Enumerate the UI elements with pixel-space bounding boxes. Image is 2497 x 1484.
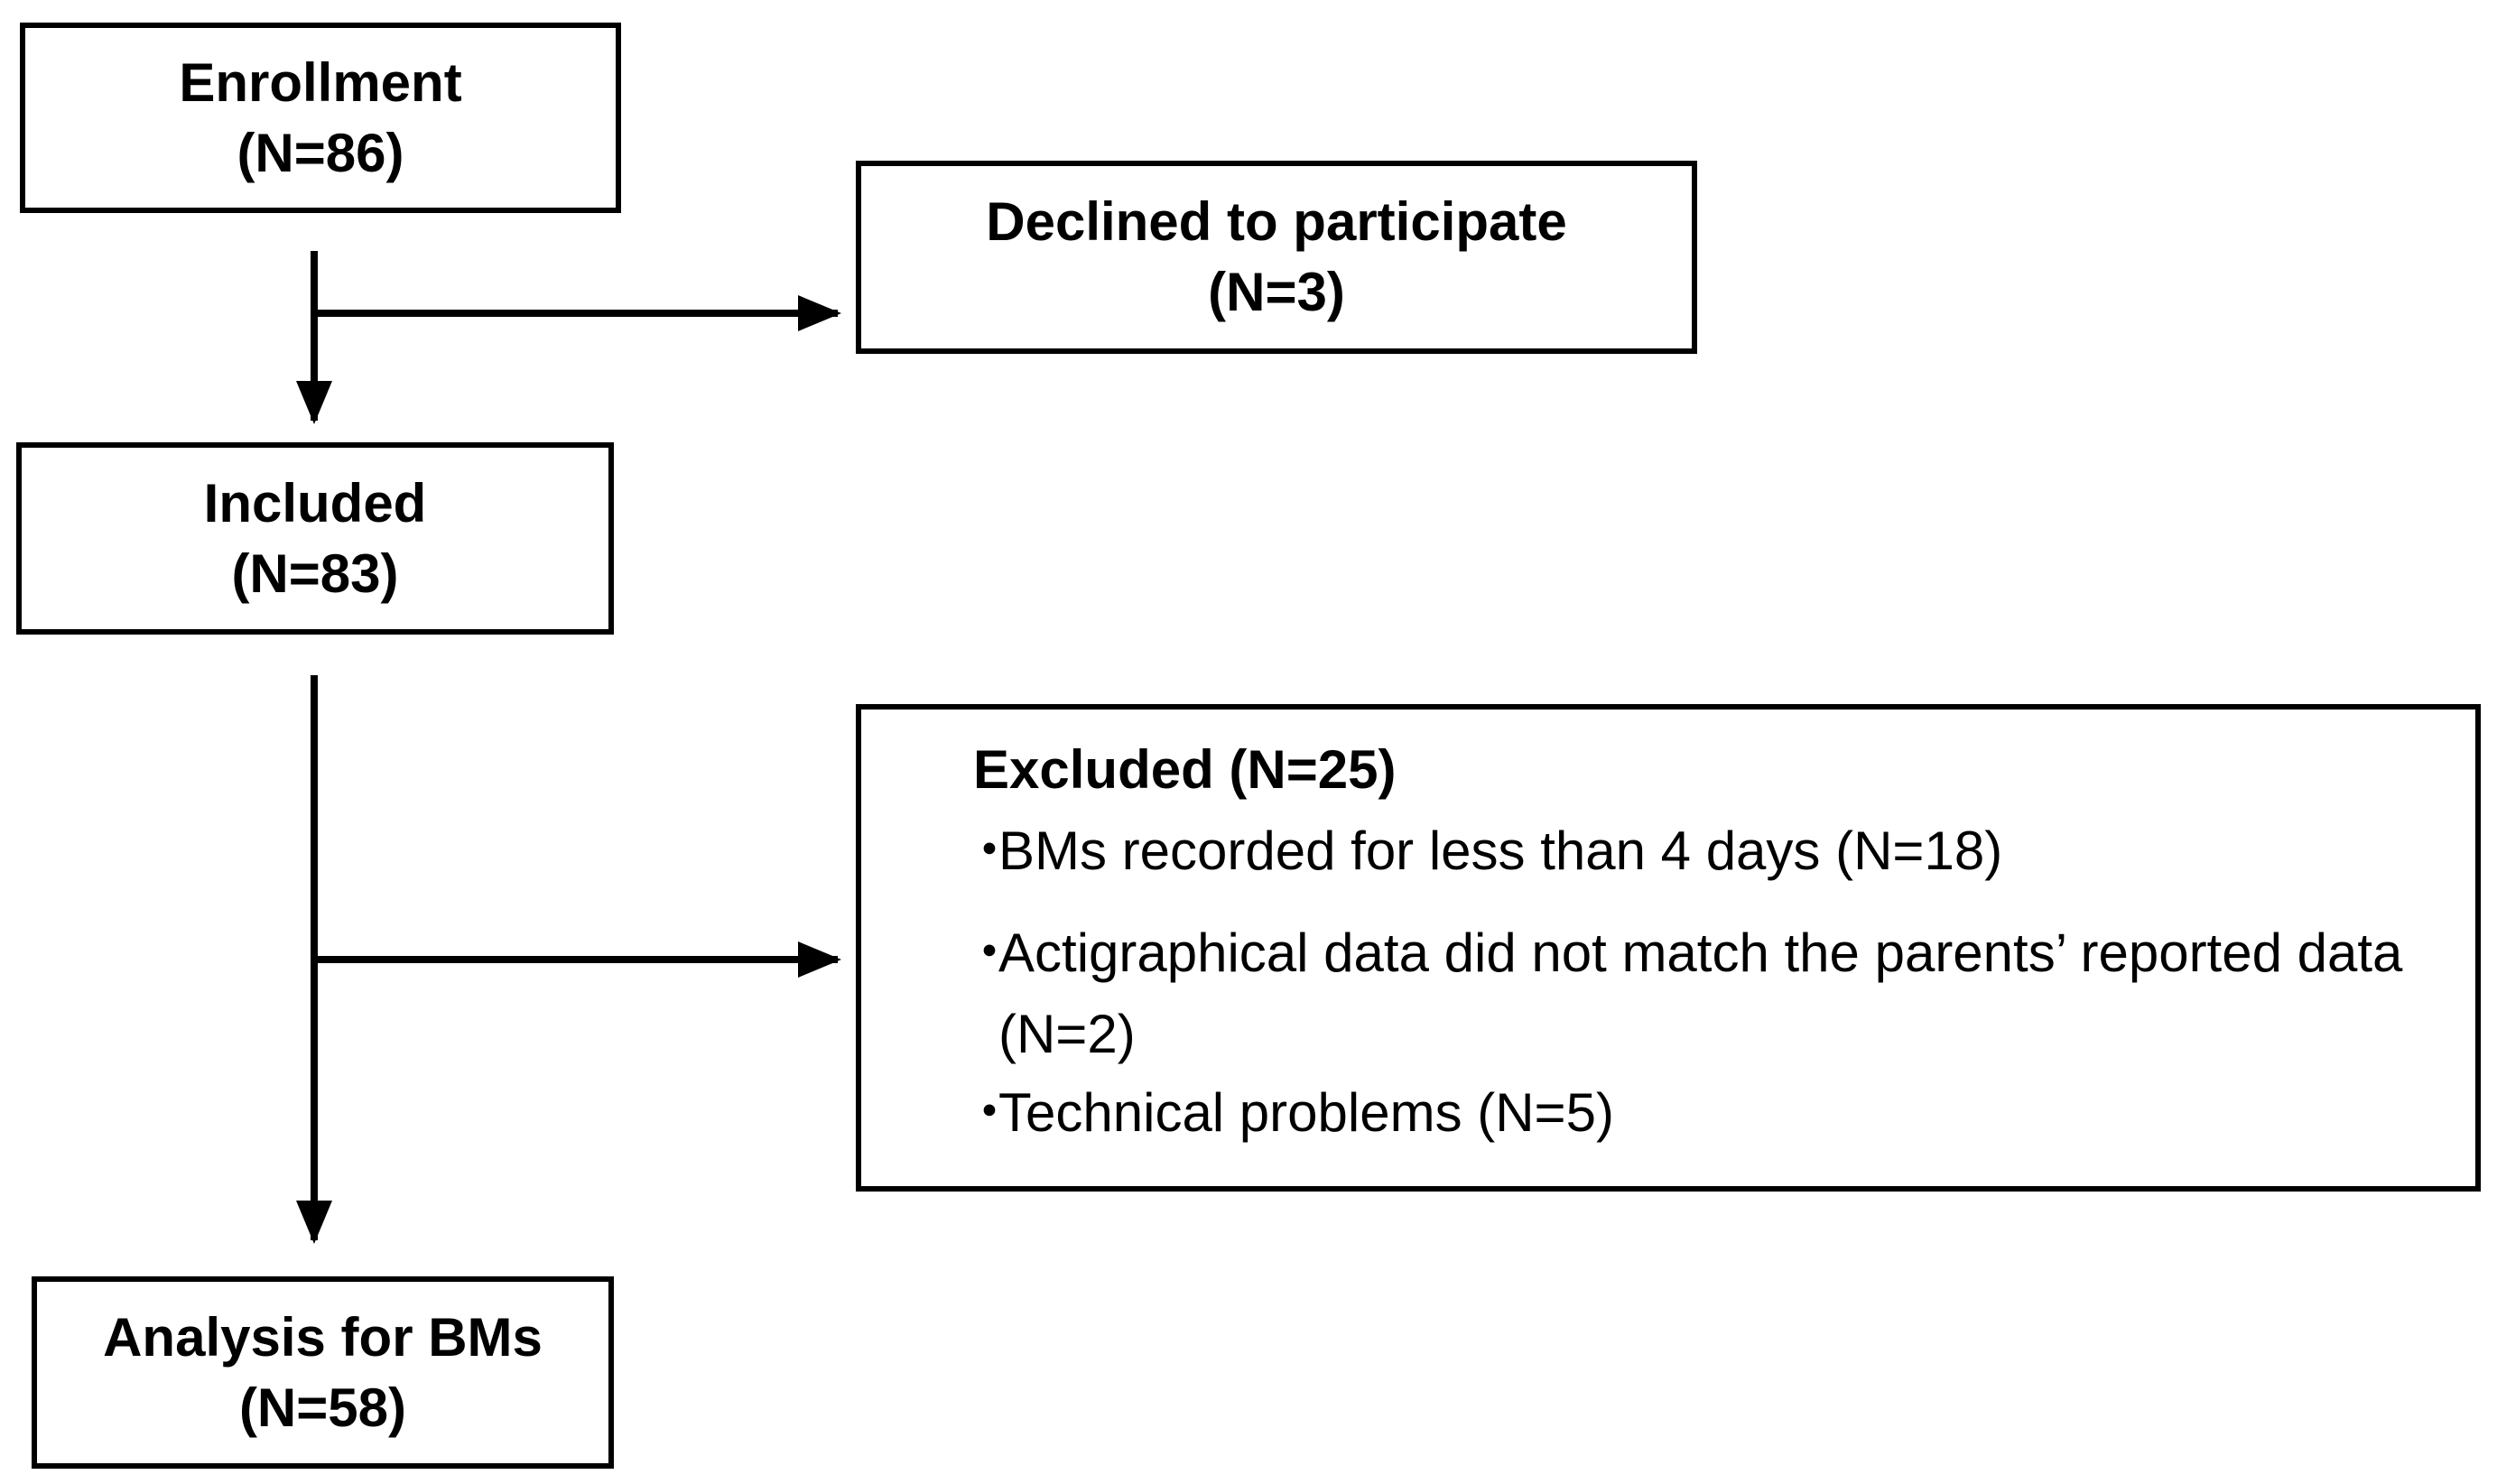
analysis-title: Analysis for BMs: [103, 1306, 543, 1368]
exclusion-reason-text: Actigraphical data did not match the par…: [998, 923, 2403, 1064]
enrollment-box: Enrollment (N=86): [20, 23, 621, 213]
declined-count: (N=3): [1208, 262, 1345, 322]
included-box: Included (N=83): [16, 442, 614, 635]
enrollment-title: Enrollment: [179, 51, 462, 113]
excluded-title: Excluded (N=25): [973, 739, 1397, 800]
bullet-mark: ・: [962, 923, 1016, 983]
enrollment-count: (N=86): [237, 122, 404, 183]
bullet-mark: ・: [962, 1082, 1016, 1143]
analysis-count: (N=58): [238, 1377, 407, 1438]
analysis-box: Analysis for BMs (N=58): [32, 1276, 614, 1469]
bullet-mark: ・: [962, 821, 1016, 881]
exclusion-reason: ・ BMs recorded for less than 4 days (N=1…: [962, 811, 2407, 892]
included-count: (N=83): [231, 543, 399, 604]
exclusion-reason: ・ Actigraphical data did not match the p…: [962, 913, 2407, 1075]
included-title: Included: [203, 472, 427, 533]
exclusion-reason: ・ Technical problems (N=5): [962, 1072, 2407, 1154]
exclusion-reason-text: Technical problems (N=5): [998, 1082, 1614, 1143]
excluded-box: Excluded (N=25) ・ BMs recorded for less …: [856, 704, 2481, 1192]
declined-title: Declined to participate: [986, 191, 1567, 252]
declined-box: Declined to participate (N=3): [856, 161, 1697, 354]
exclusion-reason-text: BMs recorded for less than 4 days (N=18): [998, 821, 2003, 881]
